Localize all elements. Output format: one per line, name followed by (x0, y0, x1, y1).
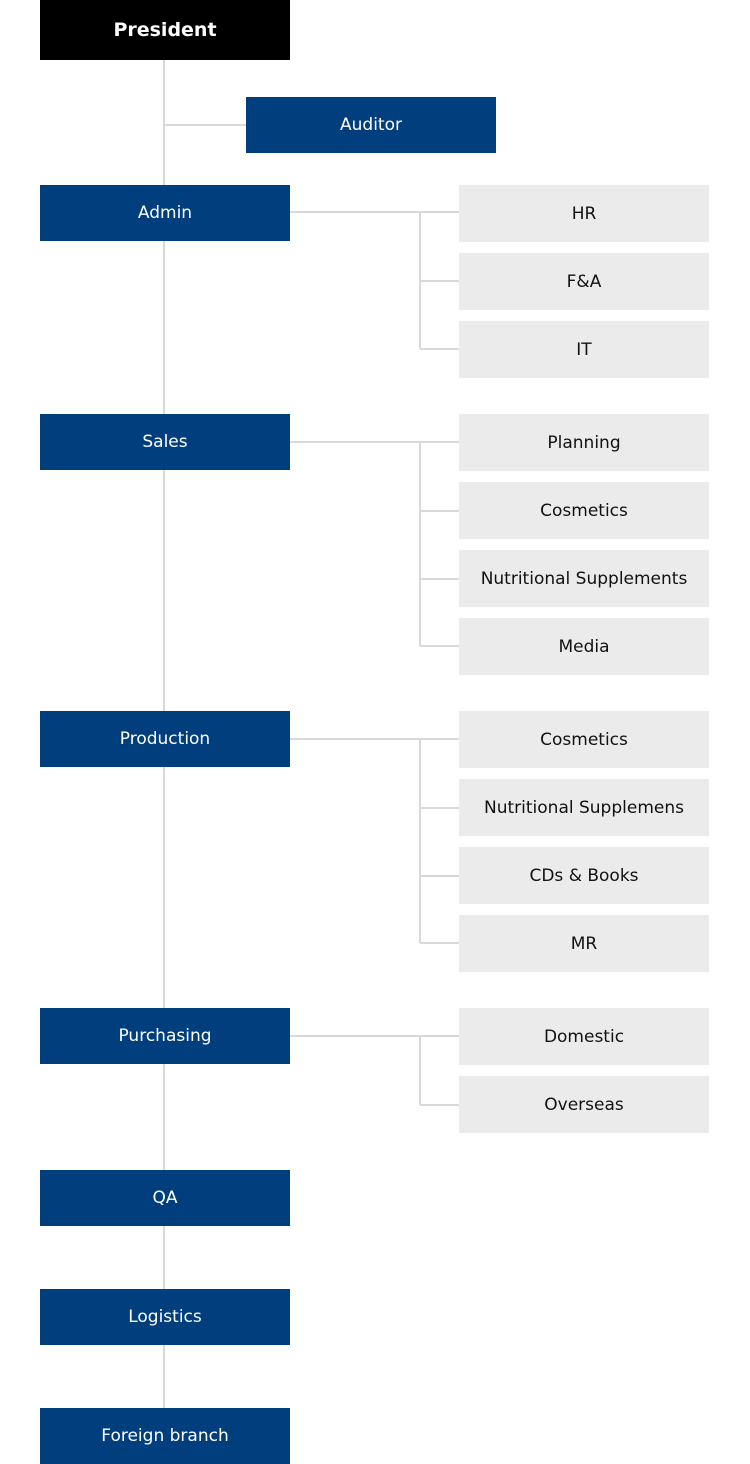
team-label: Cosmetics (540, 500, 628, 521)
team-label: Media (558, 636, 610, 657)
team-connector (420, 578, 459, 580)
department-label: Purchasing (118, 1026, 212, 1046)
team-label: F&A (566, 271, 602, 292)
team-box: HR (459, 185, 709, 242)
team-box: IT (459, 321, 709, 378)
team-connector (420, 1104, 459, 1106)
admin-branch-line (290, 211, 459, 213)
department-label: Admin (137, 203, 193, 223)
team-connector (420, 280, 459, 282)
auditor-connector (164, 124, 246, 126)
department-foreign-branch: Foreign branch (40, 1408, 290, 1464)
production-branch-line (290, 738, 459, 740)
team-box: Domestic (459, 1008, 709, 1065)
team-connector (420, 807, 459, 809)
team-box: Planning (459, 414, 709, 471)
department-label: Sales (142, 432, 188, 452)
auditor-box: Auditor (246, 97, 496, 153)
team-label: IT (576, 339, 592, 360)
department-logistics: Logistics (40, 1289, 290, 1345)
department-label: Logistics (128, 1307, 202, 1327)
department-label: Production (119, 729, 211, 749)
team-connector (420, 510, 459, 512)
sales-team-spine (419, 442, 421, 646)
department-label: QA (152, 1188, 178, 1208)
team-label: Planning (547, 432, 621, 453)
team-label: Nutritional Supplements (480, 568, 688, 589)
team-label: Cosmetics (540, 729, 628, 750)
team-box: CDs & Books (459, 847, 709, 904)
department-admin: Admin (40, 185, 290, 241)
team-connector (420, 942, 459, 944)
sales-branch-line (290, 441, 459, 443)
president-box: President (40, 0, 290, 60)
team-box: Cosmetics (459, 482, 709, 539)
purchasing-branch-line (290, 1035, 459, 1037)
team-connector (420, 645, 459, 647)
team-box: MR (459, 915, 709, 972)
team-box: Media (459, 618, 709, 675)
team-connector (420, 875, 459, 877)
auditor-label: Auditor (340, 115, 402, 135)
production-team-spine (419, 739, 421, 943)
team-box: Nutritional Supplements (459, 550, 709, 607)
department-sales: Sales (40, 414, 290, 470)
team-connector (420, 348, 459, 350)
president-label: President (113, 19, 217, 41)
team-label: Domestic (543, 1026, 625, 1047)
team-label: CDs & Books (529, 865, 639, 886)
team-label: HR (571, 203, 597, 224)
department-qa: QA (40, 1170, 290, 1226)
purchasing-team-spine (419, 1036, 421, 1105)
department-purchasing: Purchasing (40, 1008, 290, 1064)
team-box: F&A (459, 253, 709, 310)
department-label: Foreign branch (101, 1426, 229, 1446)
team-label: Overseas (544, 1094, 624, 1115)
team-box: Overseas (459, 1076, 709, 1133)
department-production: Production (40, 711, 290, 767)
team-box: Nutritional Supplemens (459, 779, 709, 836)
team-box: Cosmetics (459, 711, 709, 768)
team-label: Nutritional Supplemens (484, 797, 684, 818)
team-label: MR (570, 933, 598, 954)
